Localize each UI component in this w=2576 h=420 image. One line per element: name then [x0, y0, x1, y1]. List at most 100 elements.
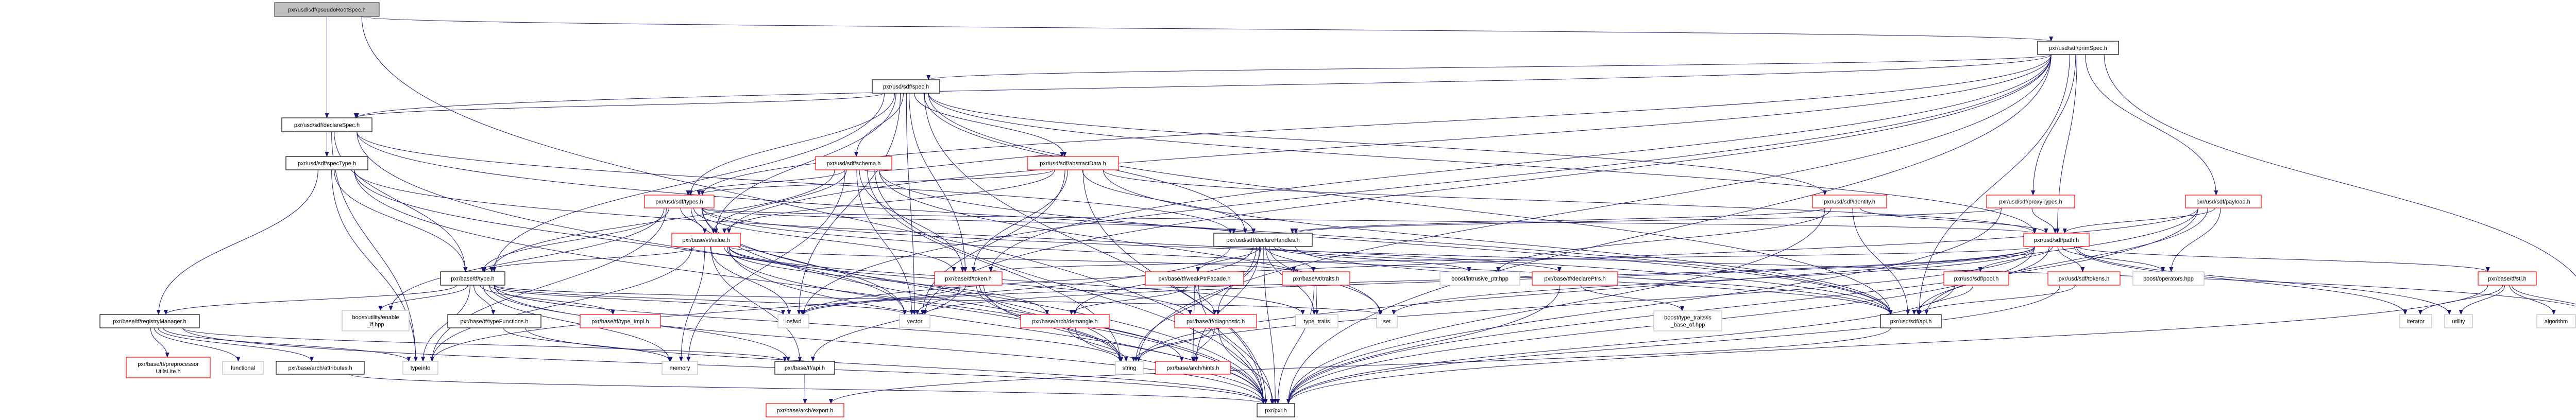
node-attributes[interactable]: pxr/base/arch/attributes.h	[276, 361, 365, 375]
node-declareHandles[interactable]: pxr/usd/sdf/declareHandles.h	[1213, 233, 1313, 247]
node-spec[interactable]: pxr/usd/sdf/spec.h	[872, 79, 940, 94]
node-functional[interactable]: functional	[222, 361, 264, 375]
node-label: pxr/usd/sdf/types.h	[655, 199, 703, 205]
node-utility[interactable]: utility	[2444, 314, 2473, 328]
edge-declareHandles-to-string	[1133, 246, 1257, 362]
node-typeinfo[interactable]: typeinfo	[402, 361, 438, 375]
edge-schema-to-token	[859, 169, 965, 272]
node-box	[2047, 271, 2121, 286]
node-box	[1376, 314, 1398, 328]
edge-type-to-typeFunctions	[473, 285, 496, 315]
edge-value-to-memory	[679, 246, 705, 362]
node-memory[interactable]: memory	[662, 361, 698, 375]
node-payload[interactable]: pxr/usd/sdf/payload.h	[2185, 195, 2262, 208]
edge-declarePtrs-to-pxr	[1286, 285, 1561, 404]
edge-primSpec-to-vector	[923, 54, 2052, 315]
node-iterator[interactable]: iterator	[2399, 314, 2432, 328]
edge-path-to-pool	[1978, 246, 2053, 272]
edge-sdfTokens-to-pxr	[1286, 285, 2060, 404]
node-intrusivePtr[interactable]: boost/intrusive_ptr.hpp	[1439, 271, 1520, 286]
node-export[interactable]: pxr/base/arch/export.h	[766, 403, 844, 417]
edge-sdfApi-to-export	[829, 327, 1891, 404]
node-pseudoRootSpec[interactable]: pxr/usd/sdf/pseudoRootSpec.h	[274, 2, 380, 17]
node-primSpec[interactable]: pxr/usd/sdf/primSpec.h	[2037, 41, 2119, 55]
node-diagnostic[interactable]: pxr/base/tf/diagnostic.h	[1174, 314, 1257, 328]
node-label: pxr/base/tf/registryManager.h	[113, 319, 186, 325]
node-typeFunctions[interactable]: pxr/base/tf/typeFunctions.h	[447, 314, 541, 328]
edge-stl-to-pxr	[1286, 285, 2488, 404]
node-vtTraits[interactable]: pxr/base/vt/traits.h	[1282, 271, 1350, 286]
node-label: pxr/base/tf/type.h	[451, 276, 494, 282]
node-label: pxr/base/vt/traits.h	[1293, 276, 1340, 282]
edge-type-to-pxr	[494, 285, 1266, 404]
node-label: pxr/usd/sdf/specType.h	[298, 161, 356, 167]
edge-stl-to-utility	[2459, 285, 2505, 315]
node-label: pxr/usd/sdf/tokens.h	[2059, 276, 2109, 282]
node-typeTraits[interactable]: type_traits	[1295, 314, 1338, 328]
edge-schema-to-sdfApi	[878, 169, 1893, 315]
node-box	[1943, 271, 2009, 286]
node-stl[interactable]: pxr/base/tf/stl.h	[2478, 271, 2537, 286]
node-label: pxr/base/arch/attributes.h	[288, 365, 352, 372]
node-label: iterator	[2407, 319, 2425, 325]
edge-path-to-sdfTokens	[2057, 246, 2085, 272]
node-vector[interactable]: vector	[899, 314, 930, 328]
edge-value-to-type	[482, 246, 695, 272]
edge-primSpec-to-spec	[926, 54, 2052, 80]
node-set[interactable]: set	[1376, 314, 1398, 328]
node-label: string	[1123, 365, 1137, 372]
node-demangle[interactable]: pxr/base/arch/demangle.h	[1020, 314, 1110, 328]
node-token[interactable]: pxr/base/tf/token.h	[934, 271, 1003, 286]
node-weakPtrFacade[interactable]: pxr/base/tf/weakPtrFacade.h	[1145, 271, 1244, 286]
edge-token-to-pxr	[983, 285, 1266, 404]
node-pxr[interactable]: pxr/pxr.h	[1257, 403, 1295, 417]
node-schema[interactable]: pxr/usd/sdf/schema.h	[815, 156, 892, 170]
node-isBaseOf[interactable]: boost/type_traits/is_base_of.hpp	[1653, 310, 1722, 331]
node-box	[126, 357, 211, 378]
edge-path-to-iosfwd	[802, 246, 2035, 315]
node-iosfwd[interactable]: iosfwd	[777, 314, 809, 328]
node-label: pxr/base/tf/weakPtrFacade.h	[1158, 276, 1230, 282]
node-label: pxr/pxr.h	[1265, 408, 1286, 414]
edge-spec-to-type	[492, 93, 885, 272]
edge-pseudoRootSpec-to-primSpec	[361, 16, 2053, 42]
node-registryManager[interactable]: pxr/base/tf/registryManager.h	[99, 314, 200, 328]
node-specType[interactable]: pxr/usd/sdf/specType.h	[285, 156, 368, 170]
node-types[interactable]: pxr/usd/sdf/types.h	[644, 195, 715, 208]
edge-path-to-set	[1392, 246, 2035, 315]
node-hints[interactable]: pxr/base/arch/hints.h	[1155, 361, 1231, 375]
edge-diagnostic-to-hints	[1192, 327, 1215, 362]
node-box	[2478, 271, 2537, 286]
node-box	[285, 156, 368, 170]
node-tfApi[interactable]: pxr/base/tf/api.h	[774, 361, 835, 375]
node-algorithm[interactable]: algorithm	[2536, 314, 2576, 328]
node-sdfTokens[interactable]: pxr/usd/sdf/tokens.h	[2047, 271, 2121, 286]
node-value[interactable]: pxr/base/vt/value.h	[671, 233, 741, 247]
node-box	[440, 271, 505, 286]
edge-spec-to-abstractData	[914, 93, 1067, 157]
node-path[interactable]: pxr/usd/sdf/path.h	[2023, 233, 2090, 247]
node-sdfApi[interactable]: pxr/usd/sdf/api.h	[1880, 314, 1942, 328]
node-declareSpec[interactable]: pxr/usd/sdf/declareSpec.h	[281, 117, 372, 132]
node-typeImpl[interactable]: pxr/base/tf/type_Impl.h	[580, 314, 661, 328]
edge-abstractData-to-value	[722, 169, 1055, 234]
node-enableIf[interactable]: boost/utility/enable_if.hpp	[342, 310, 410, 331]
node-operators[interactable]: boost/operators.hpp	[2132, 271, 2205, 286]
edge-declareSpec-to-type	[334, 131, 468, 272]
node-string[interactable]: string	[1115, 361, 1144, 375]
edge-identity-to-intrusivePtr	[1496, 207, 1832, 272]
edge-primSpec-to-proxyTypes	[2031, 54, 2076, 196]
edge-attributes-to-pxr	[349, 374, 1265, 404]
node-type[interactable]: pxr/base/tf/type.h	[440, 271, 505, 286]
node-pool[interactable]: pxr/usd/sdf/pool.h	[1943, 271, 2009, 286]
node-proxyTypes[interactable]: pxr/usd/sdf/proxyTypes.h	[1986, 195, 2075, 208]
node-box	[1027, 156, 1119, 170]
node-identity[interactable]: pxr/usd/sdf/identity.h	[1812, 195, 1887, 208]
node-declarePtrs[interactable]: pxr/base/tf/declarePtrs.h	[1532, 271, 1618, 286]
edge-types-to-type	[481, 207, 669, 272]
edge-value-to-tfApi	[710, 246, 802, 362]
node-abstractData[interactable]: pxr/usd/sdf/abstractData.h	[1027, 156, 1119, 170]
edge-pool-to-pxr	[1286, 285, 1955, 404]
node-box	[281, 117, 372, 132]
